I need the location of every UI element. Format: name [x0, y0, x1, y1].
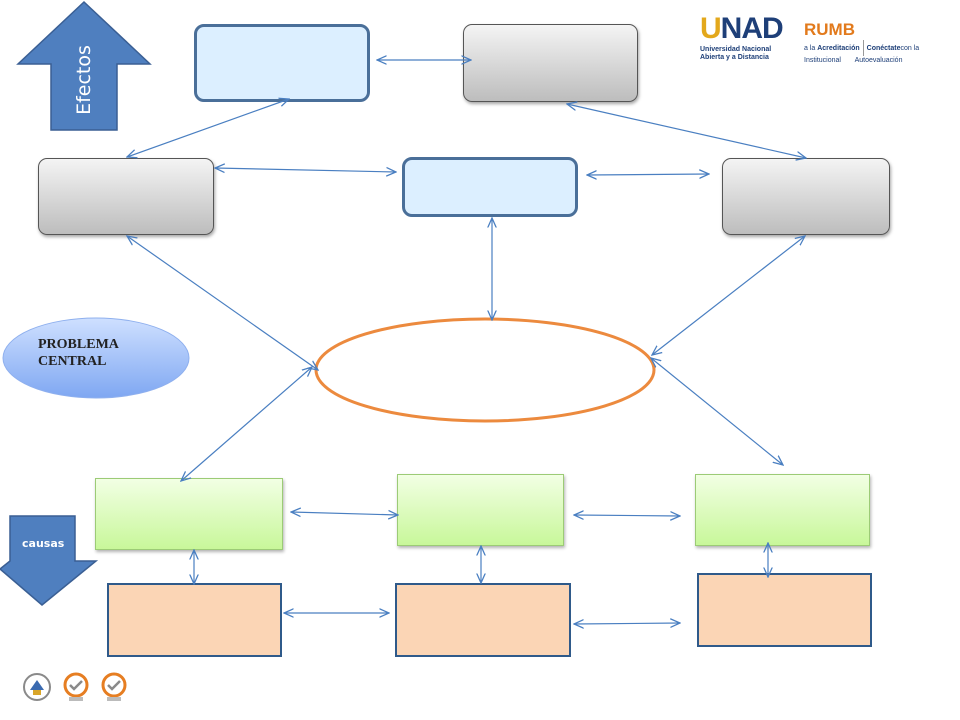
subcause-box-right[interactable] — [697, 573, 872, 647]
effect-box-top-left[interactable] — [194, 24, 370, 102]
central-problem-legend: PROBLEMA CENTRAL — [38, 336, 158, 370]
connector — [574, 515, 680, 516]
connector — [567, 104, 806, 158]
sgs-certification-icon — [101, 672, 127, 701]
connector — [127, 236, 318, 370]
causes-label: causas — [22, 537, 65, 550]
effect-box-top-right[interactable] — [463, 24, 638, 102]
effect-box-middle-center[interactable] — [402, 157, 578, 217]
cause-box-right[interactable] — [695, 474, 870, 546]
connector — [291, 512, 398, 515]
connector — [651, 358, 783, 465]
unad-logo: UNAD Universidad Nacional Abierta y a Di… — [700, 12, 784, 61]
sgs-certification-icon — [63, 672, 89, 701]
connector — [587, 174, 709, 175]
colombia-emblem-icon — [23, 673, 51, 701]
effect-box-middle-left[interactable] — [38, 158, 214, 235]
connector — [127, 99, 289, 157]
central-problem-legend-text: PROBLEMA CENTRAL — [38, 337, 119, 369]
connector — [574, 623, 680, 624]
connector — [652, 236, 805, 355]
connector — [215, 168, 396, 172]
connector — [181, 367, 312, 481]
causes-arrow-graphic — [0, 515, 99, 606]
